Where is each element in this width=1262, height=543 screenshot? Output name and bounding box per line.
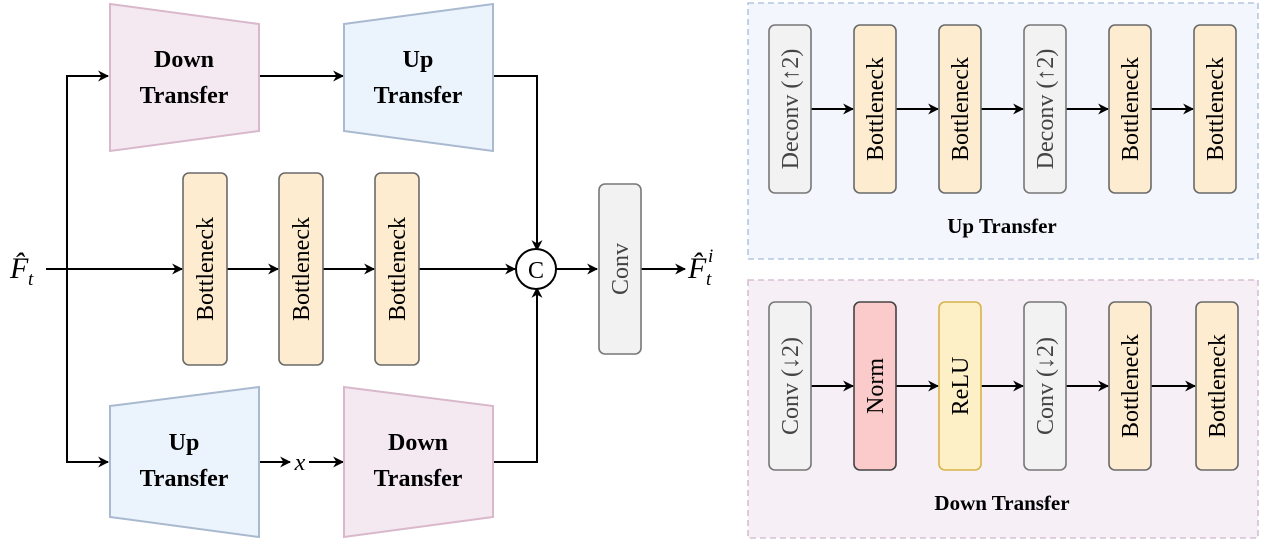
input-subscript: t <box>28 269 34 290</box>
up-transfer-panel: Deconv (↑2) Bottleneck Bottleneck Deconv… <box>747 2 1259 260</box>
down-transfer-panel: Conv (↓2) Norm ReLU Conv (↓2) Bottleneck… <box>747 279 1259 539</box>
relu-label: ReLU <box>948 357 974 416</box>
input-feature-label: F̂ t <box>9 252 34 290</box>
bottom-up-transfer-block: Up Transfer <box>109 385 260 539</box>
up-transfer-shape <box>343 2 494 153</box>
bottleneck-box <box>1108 24 1152 194</box>
down-transfer-label-line2: Transfer <box>140 83 229 109</box>
output-superscript: i <box>708 246 713 267</box>
down-transfer-label-line1: Down <box>388 430 448 456</box>
bottleneck-label: Bottleneck <box>863 57 889 161</box>
norm-label: Norm <box>863 358 889 414</box>
down-transfer-panel-title: Down Transfer <box>934 491 1069 515</box>
bottleneck-label: Bottleneck <box>289 217 315 321</box>
down-transfer-panel-frame <box>747 279 1259 539</box>
main-diagram: F̂ t Down Transfer Up <box>9 2 713 539</box>
conv-label: Conv (↓2) <box>1033 337 1059 435</box>
concat-node: C <box>515 248 557 290</box>
up-transfer-label-line1: Up <box>403 47 434 73</box>
bottleneck-label: Bottleneck <box>1118 334 1144 438</box>
up-panel-block-6: Bottleneck <box>1193 24 1237 194</box>
norm-box <box>853 301 897 471</box>
bottleneck-label: Bottleneck <box>1118 57 1144 161</box>
conv-box <box>1023 301 1067 471</box>
middle-bottleneck-3: Bottleneck <box>374 172 420 366</box>
output-symbol: F̂ <box>687 252 707 285</box>
connectors <box>46 70 687 468</box>
down-transfer-label-line1: Down <box>154 47 214 73</box>
up-transfer-panel-title: Up Transfer <box>947 214 1056 238</box>
deconv-label: Deconv (↑2) <box>778 49 804 170</box>
up-transfer-label-line1: Up <box>169 430 200 456</box>
bottleneck-box <box>1108 301 1152 471</box>
arrow-input-to-bottom-branch <box>66 269 110 468</box>
conv-box <box>768 301 812 471</box>
concat-circle <box>515 248 557 290</box>
up-transfer-label-line2: Transfer <box>140 466 229 492</box>
bottleneck-box <box>853 24 897 194</box>
middle-bottleneck-1: Bottleneck <box>182 172 228 366</box>
bottom-down-transfer-block: Down Transfer <box>343 385 494 539</box>
bottleneck-label: Bottleneck <box>948 57 974 161</box>
up-panel-block-4: Deconv (↑2) <box>1023 24 1067 194</box>
output-feature-label: F̂ t i <box>687 246 713 290</box>
bottleneck-label: Bottleneck <box>1203 57 1229 161</box>
up-transfer-panel-frame <box>747 2 1259 260</box>
arrow-input-to-top-branch <box>66 70 110 269</box>
deconv-box <box>1023 24 1067 194</box>
intermediate-x-label: x <box>294 450 306 476</box>
arrow-bottom-branch-to-concat <box>493 286 543 463</box>
up-panel-block-3: Bottleneck <box>938 24 982 194</box>
relu-box <box>938 301 982 471</box>
up-panel-block-1: Deconv (↑2) <box>768 24 812 194</box>
bottleneck-label: Bottleneck <box>385 217 411 321</box>
top-down-transfer-block: Down Transfer <box>109 2 260 153</box>
bottleneck-label: Bottleneck <box>1205 334 1231 438</box>
main-conv-block: Conv <box>598 183 642 355</box>
bottleneck-box <box>278 172 324 366</box>
input-symbol: F̂ <box>9 252 29 285</box>
top-up-transfer-block: Up Transfer <box>343 2 494 153</box>
down-transfer-label-line2: Transfer <box>374 466 463 492</box>
bottleneck-box <box>1193 24 1237 194</box>
up-transfer-shape <box>109 385 260 539</box>
up-panel-block-2: Bottleneck <box>853 24 897 194</box>
down-panel-block-3: ReLU <box>938 301 982 471</box>
down-panel-block-5: Bottleneck <box>1108 301 1152 471</box>
bottleneck-box <box>374 172 420 366</box>
bottleneck-label: Bottleneck <box>193 217 219 321</box>
arrow-top-branch-to-concat <box>493 75 543 252</box>
down-transfer-shape <box>343 385 494 539</box>
up-transfer-label-line2: Transfer <box>374 83 463 109</box>
down-panel-block-4: Conv (↓2) <box>1023 301 1067 471</box>
bottleneck-box <box>938 24 982 194</box>
output-subscript: t <box>706 269 712 290</box>
deconv-box <box>768 24 812 194</box>
down-transfer-shape <box>109 2 260 153</box>
middle-bottleneck-2: Bottleneck <box>278 172 324 366</box>
down-panel-block-6: Bottleneck <box>1195 301 1239 471</box>
concat-symbol: C <box>528 258 544 284</box>
down-panel-block-1: Conv (↓2) <box>768 301 812 471</box>
deconv-label: Deconv (↑2) <box>1033 49 1059 170</box>
conv-label: Conv (↓2) <box>778 337 804 435</box>
bottleneck-box <box>1195 301 1239 471</box>
down-panel-block-2: Norm <box>853 301 897 471</box>
conv-box <box>598 183 642 355</box>
up-panel-block-5: Bottleneck <box>1108 24 1152 194</box>
conv-label: Conv <box>608 243 634 295</box>
bottleneck-box <box>182 172 228 366</box>
